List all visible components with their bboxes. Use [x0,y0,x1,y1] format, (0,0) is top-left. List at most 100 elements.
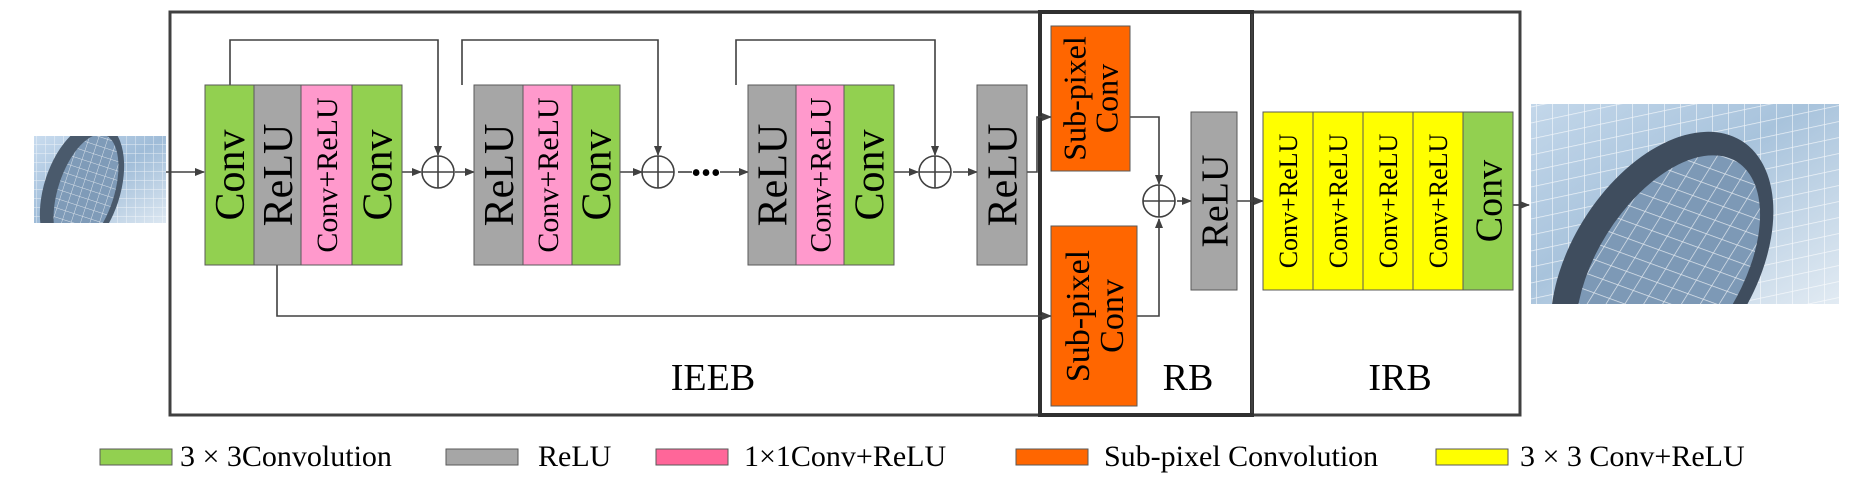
block-label-line: Conv+ReLU [805,97,838,253]
adder-4-icon [1142,184,1176,218]
stage-label-ieeb: IEEB [671,357,755,399]
block-label: Conv+ReLU [1274,134,1303,269]
legend-item: 1×1Conv+ReLU [655,440,946,473]
block-rect [204,84,255,266]
block-label: Conv+ReLU [1424,134,1453,269]
block-rect [1462,111,1514,291]
legend-swatch [655,448,729,466]
legend-swatch [1435,448,1509,466]
conv-block-2: Conv [351,84,403,266]
adder-2-icon [641,155,675,189]
legend-item: Sub-pixel Convolution [1015,440,1378,473]
block-rect [976,84,1028,266]
block-rect [351,84,403,266]
subpixel-conv-block-2: Sub-pixelConv [1050,225,1138,407]
block-label-line: Conv+ReLU [1374,134,1403,269]
block-rect [1050,225,1138,407]
conv-relu-3x3-block-2: Conv+ReLU [1312,111,1364,291]
block-label-line: Conv+ReLU [1424,134,1453,269]
block-label: Conv+ReLU [532,97,565,253]
legend-item: ReLU [445,440,612,473]
adder-3-icon [918,155,952,189]
legend-item: 3 × 3Convolution [99,440,392,473]
block-label-line: ReLU [751,124,797,227]
block-label: Conv [575,129,621,220]
block-label-line: Conv [208,129,254,220]
relu-block-5: ReLU [1190,111,1238,291]
legend-label: 1×1Conv+ReLU [744,440,946,473]
legend-swatch [1015,448,1089,466]
ellipsis: ••• [691,158,720,189]
connections [166,39,1530,320]
block-label-line: Conv [848,129,894,220]
block-label: ReLU [1194,155,1236,248]
block-rect [1262,111,1314,291]
block-label-line: ReLU [981,124,1027,227]
block-label-line: Sub-pixel [1057,36,1093,161]
conv-relu-3x3-block-1: Conv+ReLU [1262,111,1314,291]
block-label-line: ReLU [1194,155,1236,248]
input-image [34,136,166,223]
legend-item: 3 × 3 Conv+ReLU [1435,440,1745,473]
block-label-line: Sub-pixel [1060,250,1097,382]
legend-swatch [445,448,519,466]
legend-label: 3 × 3 Conv+ReLU [1520,440,1745,473]
block-rect [1312,111,1364,291]
block-rect [1362,111,1414,291]
block-label: ReLU [981,124,1027,227]
block-label: Conv+ReLU [805,97,838,253]
block-rect [473,84,524,266]
block-label-line: ReLU [256,124,302,227]
conv-relu-3x3-block-4: Conv+ReLU [1412,111,1464,291]
block-label-line: Conv [575,129,621,220]
subpixel-conv-block-1: Sub-pixelConv [1050,25,1131,172]
block-rect [1050,25,1131,172]
block-rect [571,84,621,266]
legend-label: ReLU [538,440,612,473]
conv-relu-3x3-block-3: Conv+ReLU [1362,111,1414,291]
block-label-line: Conv+ReLU [532,97,565,253]
relu-block-1: ReLU [253,84,302,266]
block-label: Conv+ReLU [311,97,344,253]
stage-label-irb: IRB [1368,357,1431,399]
stage-label-rb: RB [1163,357,1214,399]
block-label: Conv [208,129,254,220]
block-label: ReLU [477,124,523,227]
legend: 3 × 3Convolution ReLU 1×1Conv+ReLU Sub-p… [99,440,1745,473]
legend-label: 3 × 3Convolution [180,440,392,473]
legend-label: Sub-pixel Convolution [1104,440,1378,473]
block-rect [795,84,845,266]
block-rect [843,84,895,266]
block-label: ReLU [256,124,302,227]
adders [421,155,1176,218]
block-label: Conv+ReLU [1324,134,1353,269]
legend-swatch [99,448,173,466]
block-rect [1190,111,1238,291]
relu-block-2: ReLU [473,84,524,266]
conv-block-4: Conv [843,84,895,266]
block-label-line: Conv [356,129,402,220]
block-label-line: Conv+ReLU [1274,134,1303,269]
ieeb-frame [168,10,1522,417]
block-label: Conv+ReLU [1374,134,1403,269]
block-rect [522,84,573,266]
relu-block-4: ReLU [976,84,1028,266]
block-rect [300,84,353,266]
conv-relu-1x1-block-1: Conv+ReLU [300,84,353,266]
block-label: Conv [1468,160,1510,242]
block-label-line: Conv [1468,160,1510,242]
conv-block-5: Conv [1462,111,1514,291]
block-rect [1412,111,1464,291]
block-label-line: Conv+ReLU [1324,134,1353,269]
conv-block-3: Conv [571,84,621,266]
block-label: Conv [848,129,894,220]
block-label-line: Conv [1089,64,1125,133]
block-label-line: Conv+ReLU [311,97,344,253]
block-label-line: ReLU [477,124,523,227]
block-rect [253,84,302,266]
relu-block-3: ReLU [747,84,797,266]
block-label: Sub-pixelConv [1060,250,1131,382]
adder-1-icon [421,155,455,189]
